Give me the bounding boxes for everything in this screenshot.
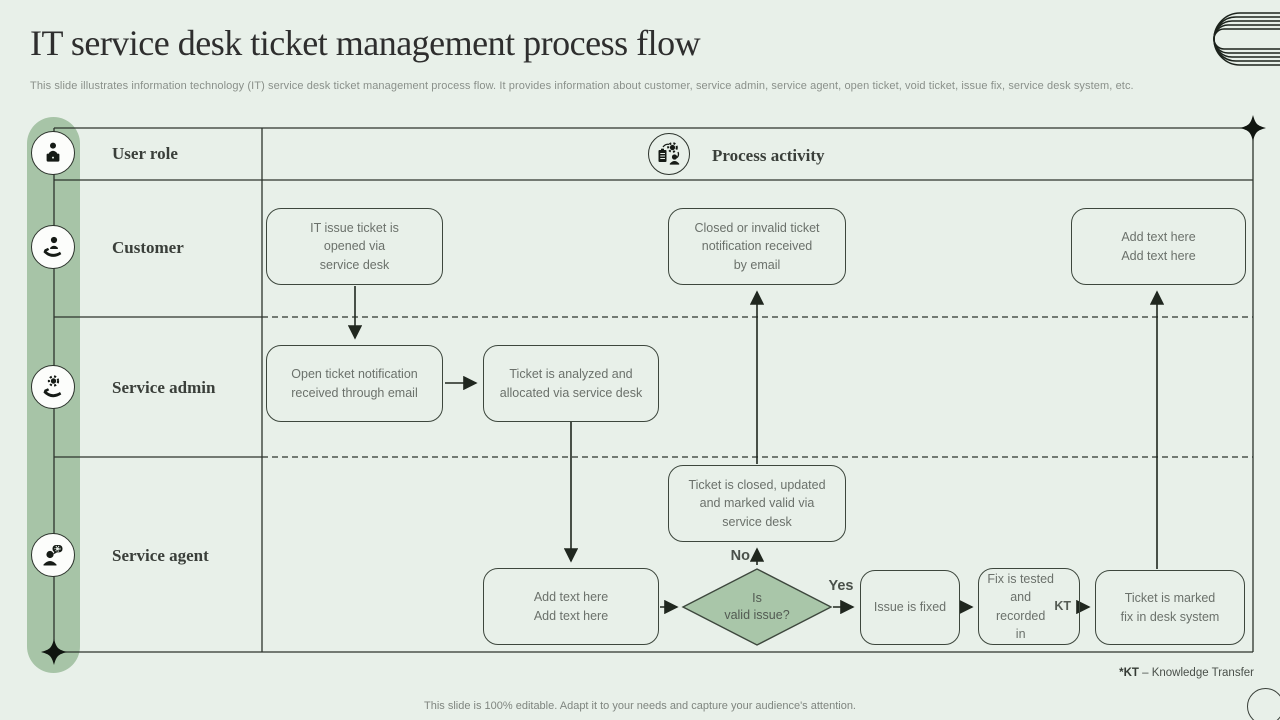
fix-tested-kt: KT (1054, 599, 1071, 614)
process-activity-badge (648, 133, 690, 175)
kt-definition: – Knowledge Transfer (1138, 667, 1254, 679)
lane-label-customer: Customer (112, 238, 184, 257)
page-title[interactable]: IT service desk ticket management proces… (30, 23, 701, 63)
corner-lines-decoration (1213, 12, 1280, 66)
node-closed-invalid-notification[interactable]: Closed or invalid ticket notification re… (668, 208, 846, 285)
node-open-notification[interactable]: Open ticket notification received throug… (266, 345, 443, 422)
node-ticket-closed-valid[interactable]: Ticket is closed, updated and marked val… (668, 465, 846, 542)
user-role-icon (46, 142, 60, 162)
process-activity-icon (658, 142, 680, 165)
customer-icon (43, 236, 62, 257)
user-role-badge (31, 131, 75, 175)
slide-subtitle[interactable]: This slide illustrates information techn… (30, 80, 1134, 92)
process-activity-header: Process activity (712, 146, 825, 165)
decision-yes-label: Yes (828, 578, 854, 594)
flow-arrows (347, 286, 1165, 615)
editable-note: This slide is 100% editable. Adapt it to… (424, 700, 856, 712)
fix-tested-text: Fix is tested and recorded in (987, 572, 1054, 641)
service-agent-badge (31, 533, 75, 577)
star-top-right-icon (1240, 115, 1266, 141)
node-ticket-analyzed[interactable]: Ticket is analyzed and allocated via ser… (483, 345, 659, 422)
decision-no-label: No (730, 548, 750, 564)
customer-badge (31, 225, 75, 269)
corner-circle-decoration (1247, 688, 1280, 720)
node-fix-tested[interactable]: Fix is tested and recorded in KT (978, 568, 1080, 645)
node-ticket-opened[interactable]: IT issue ticket is opened via service de… (266, 208, 443, 285)
lane-label-service-admin: Service admin (112, 378, 216, 397)
decision-question[interactable]: Is valid issue? (724, 590, 790, 623)
service-agent-icon (43, 545, 63, 566)
lane-label-service-agent: Service agent (112, 546, 209, 565)
node-customer-placeholder[interactable]: Add text here Add text here (1071, 208, 1246, 285)
node-agent-placeholder[interactable]: Add text here Add text here (483, 568, 659, 645)
user-role-header: User role (112, 144, 178, 163)
kt-abbr: *KT (1119, 667, 1139, 679)
node-ticket-marked[interactable]: Ticket is marked fix in desk system (1095, 570, 1245, 645)
kt-footnote: *KT – Knowledge Transfer (1119, 667, 1254, 679)
service-admin-badge (31, 365, 75, 409)
node-issue-fixed[interactable]: Issue is fixed (860, 570, 960, 645)
service-admin-icon (43, 375, 62, 398)
